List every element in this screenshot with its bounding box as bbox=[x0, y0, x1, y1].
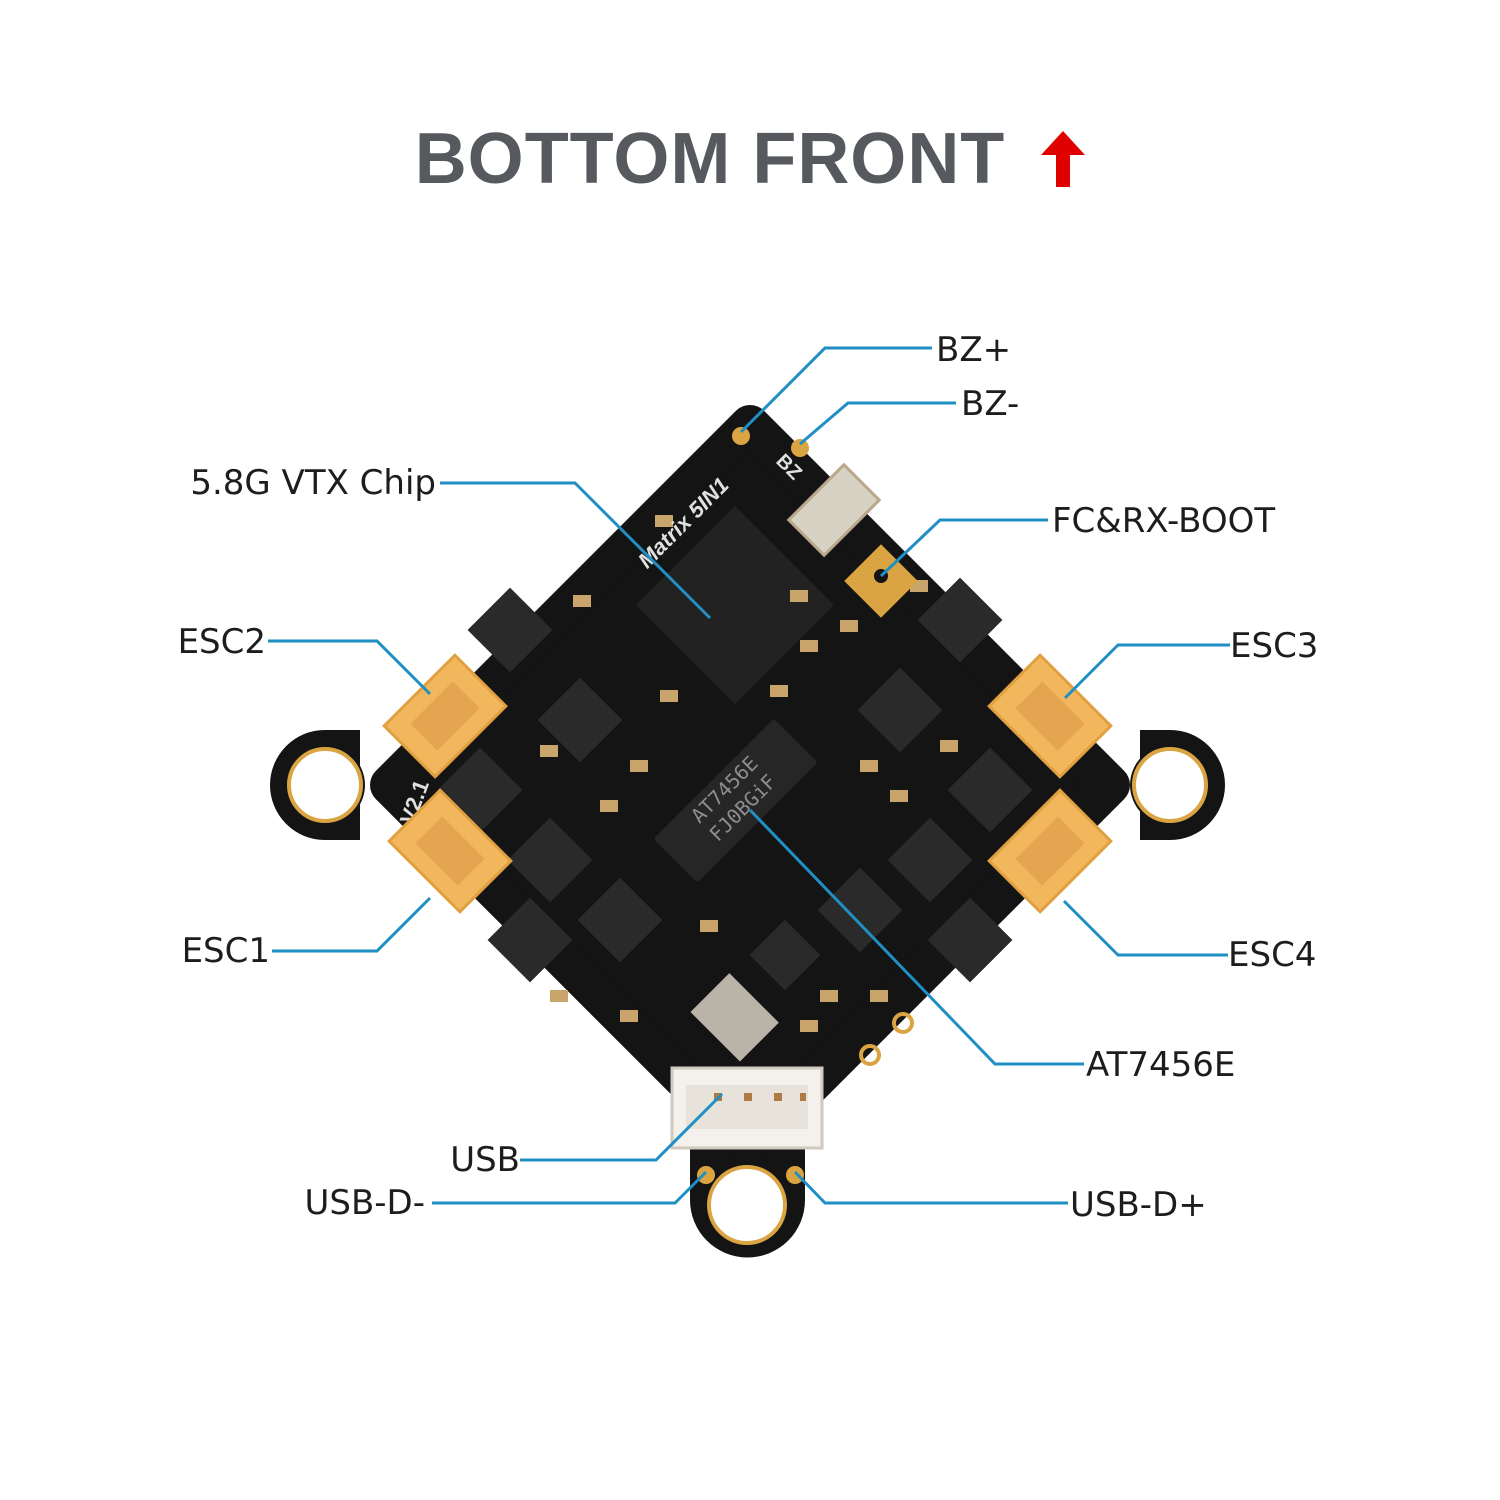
label-esc3: ESC3 bbox=[1230, 626, 1319, 666]
leader-lines bbox=[268, 346, 1230, 1205]
mounting-tab-left bbox=[270, 730, 365, 840]
label-usb: USB bbox=[450, 1140, 520, 1180]
label-esc2: ESC2 bbox=[177, 622, 266, 662]
label-fc-rx-boot: FC&RX-BOOT bbox=[1052, 501, 1276, 541]
title-text: BOTTOM FRONT bbox=[414, 119, 1006, 199]
label-vtx-chip: 5.8G VTX Chip bbox=[190, 463, 436, 503]
esc4-connector bbox=[987, 788, 1113, 914]
esc3-connector bbox=[987, 653, 1113, 779]
page-title: BOTTOM FRONT bbox=[0, 118, 1500, 204]
mounting-tab-right bbox=[1130, 730, 1225, 840]
label-usb-d-minus: USB-D- bbox=[304, 1183, 425, 1223]
usb-connector bbox=[670, 1066, 824, 1150]
label-bz-minus: BZ- bbox=[961, 384, 1020, 424]
esc2-connector bbox=[382, 653, 508, 779]
label-esc4: ESC4 bbox=[1228, 935, 1317, 975]
esc1-connector bbox=[387, 788, 513, 914]
pcb-components: AT7456E FJ0BGiF bbox=[395, 427, 1033, 1184]
label-usb-d-plus: USB-D+ bbox=[1070, 1185, 1207, 1225]
label-esc1: ESC1 bbox=[181, 931, 270, 971]
label-bz-plus: BZ+ bbox=[936, 330, 1012, 370]
arrow-up-icon bbox=[1041, 122, 1086, 204]
mounting-tab-bottom bbox=[690, 1130, 805, 1258]
label-at7456e: AT7456E bbox=[1086, 1045, 1236, 1085]
